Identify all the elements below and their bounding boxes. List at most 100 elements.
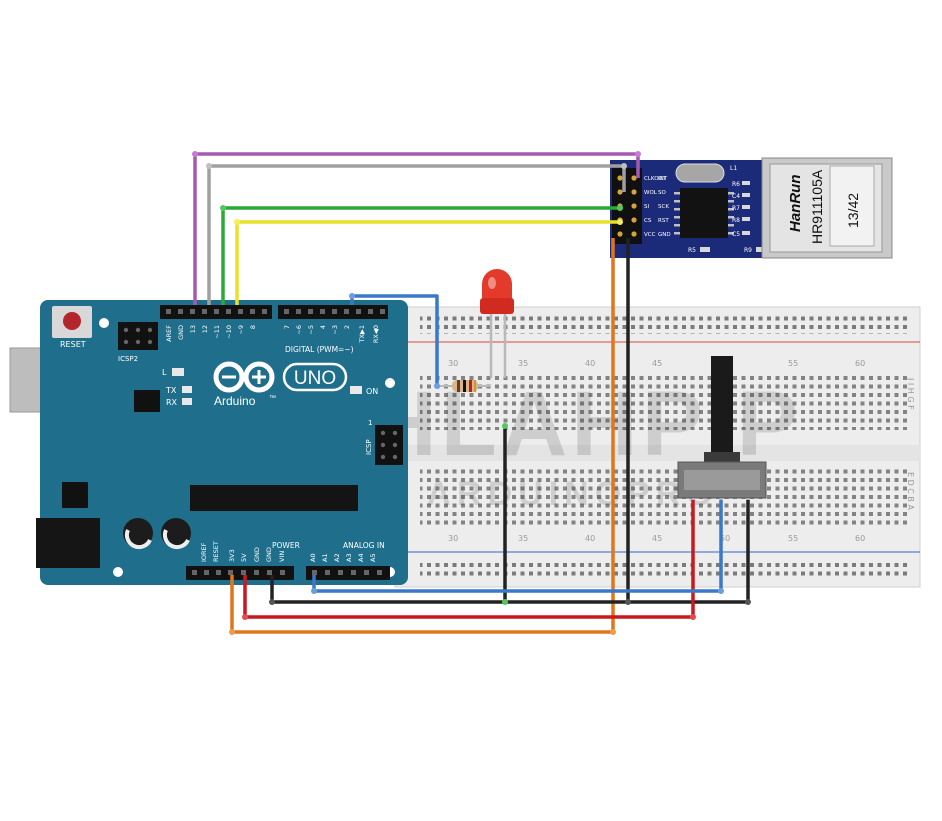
component-label: C5 [732,231,740,238]
arduino-brand: Arduino [214,394,256,408]
led-rx [182,398,192,405]
module-pin-label: CLKOUT [644,176,667,182]
tx-label: TX [165,386,177,395]
rj45-model: HR911105A [809,169,825,244]
rj45-brand: HanRun [787,175,804,233]
rj45-opening [829,165,875,247]
component-label: R7 [732,205,740,212]
arduino-board [40,300,408,585]
pin-label: IOREF [200,542,208,562]
pin-label: A4 [357,553,365,562]
wire-blue-a0 [312,500,723,593]
usb-chip [134,390,160,412]
arduino-logo [213,361,275,393]
pin-label: A2 [333,553,341,562]
power-header [186,566,294,580]
hole-grid-top [420,372,910,430]
pin-label: A1 [321,553,329,562]
wire-orange-3v3 [230,238,615,634]
on-label: ON [366,387,378,396]
pin-label: ~11 [213,325,221,339]
module-pin-label: SI [644,204,649,210]
bb-top-number: 30 [448,359,458,368]
component-label: R8 [732,217,740,224]
led-tx [182,386,192,393]
bb-bottom-number: 40 [585,534,595,543]
icsp2-label: ICSP2 [118,355,138,363]
pin-label: ~9 [237,325,245,335]
uno-label: UNO [294,368,336,389]
pin-label: ~6 [295,325,303,335]
led-l-label: L [162,368,167,377]
bb-top-number: 55 [788,359,798,368]
bb-top-number: 45 [652,359,662,368]
pin-label: 5V [240,553,248,562]
icsp-label: ICSP [365,439,373,455]
center-channel [395,445,920,461]
enc28j60-chip [680,188,728,238]
hole-grid-bottom [420,468,910,526]
pin-label: GND [265,547,273,562]
reset-button-cap[interactable] [63,312,81,330]
module-pin-label: GND [658,232,671,238]
analog-header [306,566,390,580]
pin-label: 12 [201,325,209,333]
bb-top-number: 40 [585,359,595,368]
component-label: R5 [688,247,696,254]
pin-label: ~10 [225,325,233,339]
tm-label: ™ [269,395,276,402]
icsp2-header [118,322,158,350]
digital-label: DIGITAL (PWM=~) [285,345,354,354]
bb-bottom-number: 60 [855,534,865,543]
pin-label: RESET [212,541,220,562]
rj45-date-code: 13/42 [845,193,861,228]
pin-label: AREF [165,325,173,342]
module-pin-label: WOL [644,190,658,196]
pin-label: GND [253,547,261,562]
module-pin-label: VCC [644,232,656,238]
pin-label: ~5 [307,325,315,335]
icsp-header [375,425,403,465]
wire-endpoints [192,151,751,635]
pin-label: 7 [283,325,291,329]
pin-label: 13 [189,325,197,333]
pin-label: 4 [319,325,327,329]
wire-purple-sck [193,152,640,305]
icsp-pin1-label: 1 [368,419,372,427]
power-rail-bottom [420,560,910,580]
wire-black-gnd-bus [270,500,750,604]
module-pin-label: RST [658,218,669,224]
arduino-uno: RESET ICSP2 AREF GND 13 12 ~11 ~10 [9,300,408,585]
component-label: L1 [730,165,737,172]
pot-knob-shaft [711,356,733,456]
component-label: R9 [744,247,752,254]
voltage-regulator [62,482,88,508]
mounting-hole [113,567,123,577]
component-label: C4 [732,193,740,200]
breadboard: 30 35 40 45 50 55 60 30 35 40 45 50 55 6… [394,306,921,588]
bb-bottom-number: 30 [448,534,458,543]
pin-label: 3V3 [228,549,236,562]
potentiometer [677,356,767,508]
bb-bottom-number: 50 [720,534,730,543]
ethernet-module: CLKOUT WOL SI CS VCC INT SO SCK RST GND … [610,157,893,259]
atmega-chip [190,485,358,511]
module-pin-label: SO [658,190,666,196]
bb-row-letters-top: J I H G F [906,377,915,410]
wire-red-5v [243,500,695,619]
pin-label: TX▶1 [358,325,366,344]
pin-label: A5 [369,553,377,562]
pin-label: 8 [249,325,257,329]
module-pin-label: INT [658,176,668,182]
analog-label: ANALOG IN [343,541,385,550]
mounting-hole [99,318,109,328]
power-rail-top [420,314,910,334]
reset-label: RESET [60,340,86,349]
module-pin-label: SCK [658,204,669,210]
wire-yellow-cs [235,220,620,305]
wire-gray-miso [207,164,626,305]
pin-label: A3 [345,553,353,562]
bb-bottom-number: 35 [518,534,528,543]
